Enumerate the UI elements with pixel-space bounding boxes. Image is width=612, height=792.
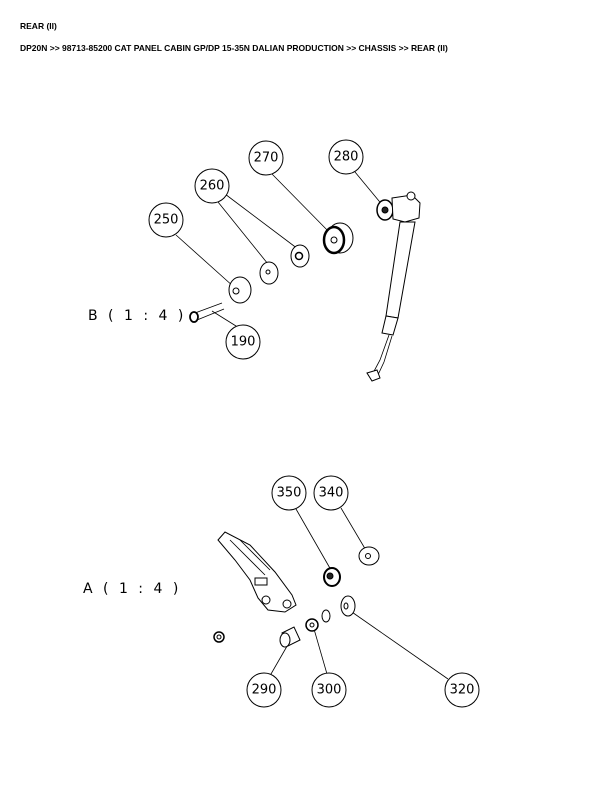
callout-290[interactable]: 290 (246, 672, 282, 708)
part-320-washer (340, 595, 356, 617)
view-a-label: A ( 1 : 4 ) (83, 581, 181, 597)
callout-270[interactable]: 270 (248, 140, 284, 176)
callout-190[interactable]: 190 (225, 324, 261, 360)
callout-260[interactable]: 260 (194, 168, 230, 204)
svg-text:270: 270 (254, 151, 279, 166)
svg-text:320: 320 (450, 683, 475, 698)
callout-300[interactable]: 300 (311, 672, 347, 708)
svg-text:190: 190 (231, 335, 256, 350)
part-330-washer (321, 609, 331, 623)
part-250-washer (228, 276, 252, 304)
breadcrumb: DP20N >> 98713-85200 CAT PANEL CABIN GP/… (20, 43, 448, 53)
callout-250[interactable]: 250 (148, 202, 184, 238)
part-190-pin (189, 302, 225, 323)
svg-text:350: 350 (277, 486, 302, 501)
part-280-gas-spring (366, 191, 421, 382)
page-title: REAR (II) (20, 21, 57, 31)
callout-320[interactable]: 320 (444, 672, 480, 708)
part-bracket (217, 531, 297, 613)
callout-280[interactable]: 280 (328, 139, 364, 175)
part-260-washer (259, 244, 310, 285)
view-a: A ( 1 : 4 ) 350 340 290 300 320 (83, 475, 480, 708)
view-b: B ( 1 : 4 ) (88, 139, 421, 382)
svg-text:260: 260 (200, 179, 225, 194)
part-300-nut (305, 618, 319, 632)
callout-350[interactable]: 350 (271, 475, 307, 511)
svg-text:300: 300 (317, 683, 342, 698)
callout-340[interactable]: 340 (313, 475, 349, 511)
part-290-cap (279, 626, 301, 648)
svg-text:290: 290 (252, 683, 277, 698)
part-nut (213, 631, 225, 643)
svg-text:280: 280 (334, 150, 359, 165)
svg-text:250: 250 (154, 213, 179, 228)
view-b-label: B ( 1 : 4 ) (88, 308, 186, 324)
part-270-roller (322, 222, 354, 255)
svg-text:340: 340 (319, 486, 344, 501)
part-340-washer (358, 546, 380, 566)
part-350-bushing (323, 567, 341, 587)
